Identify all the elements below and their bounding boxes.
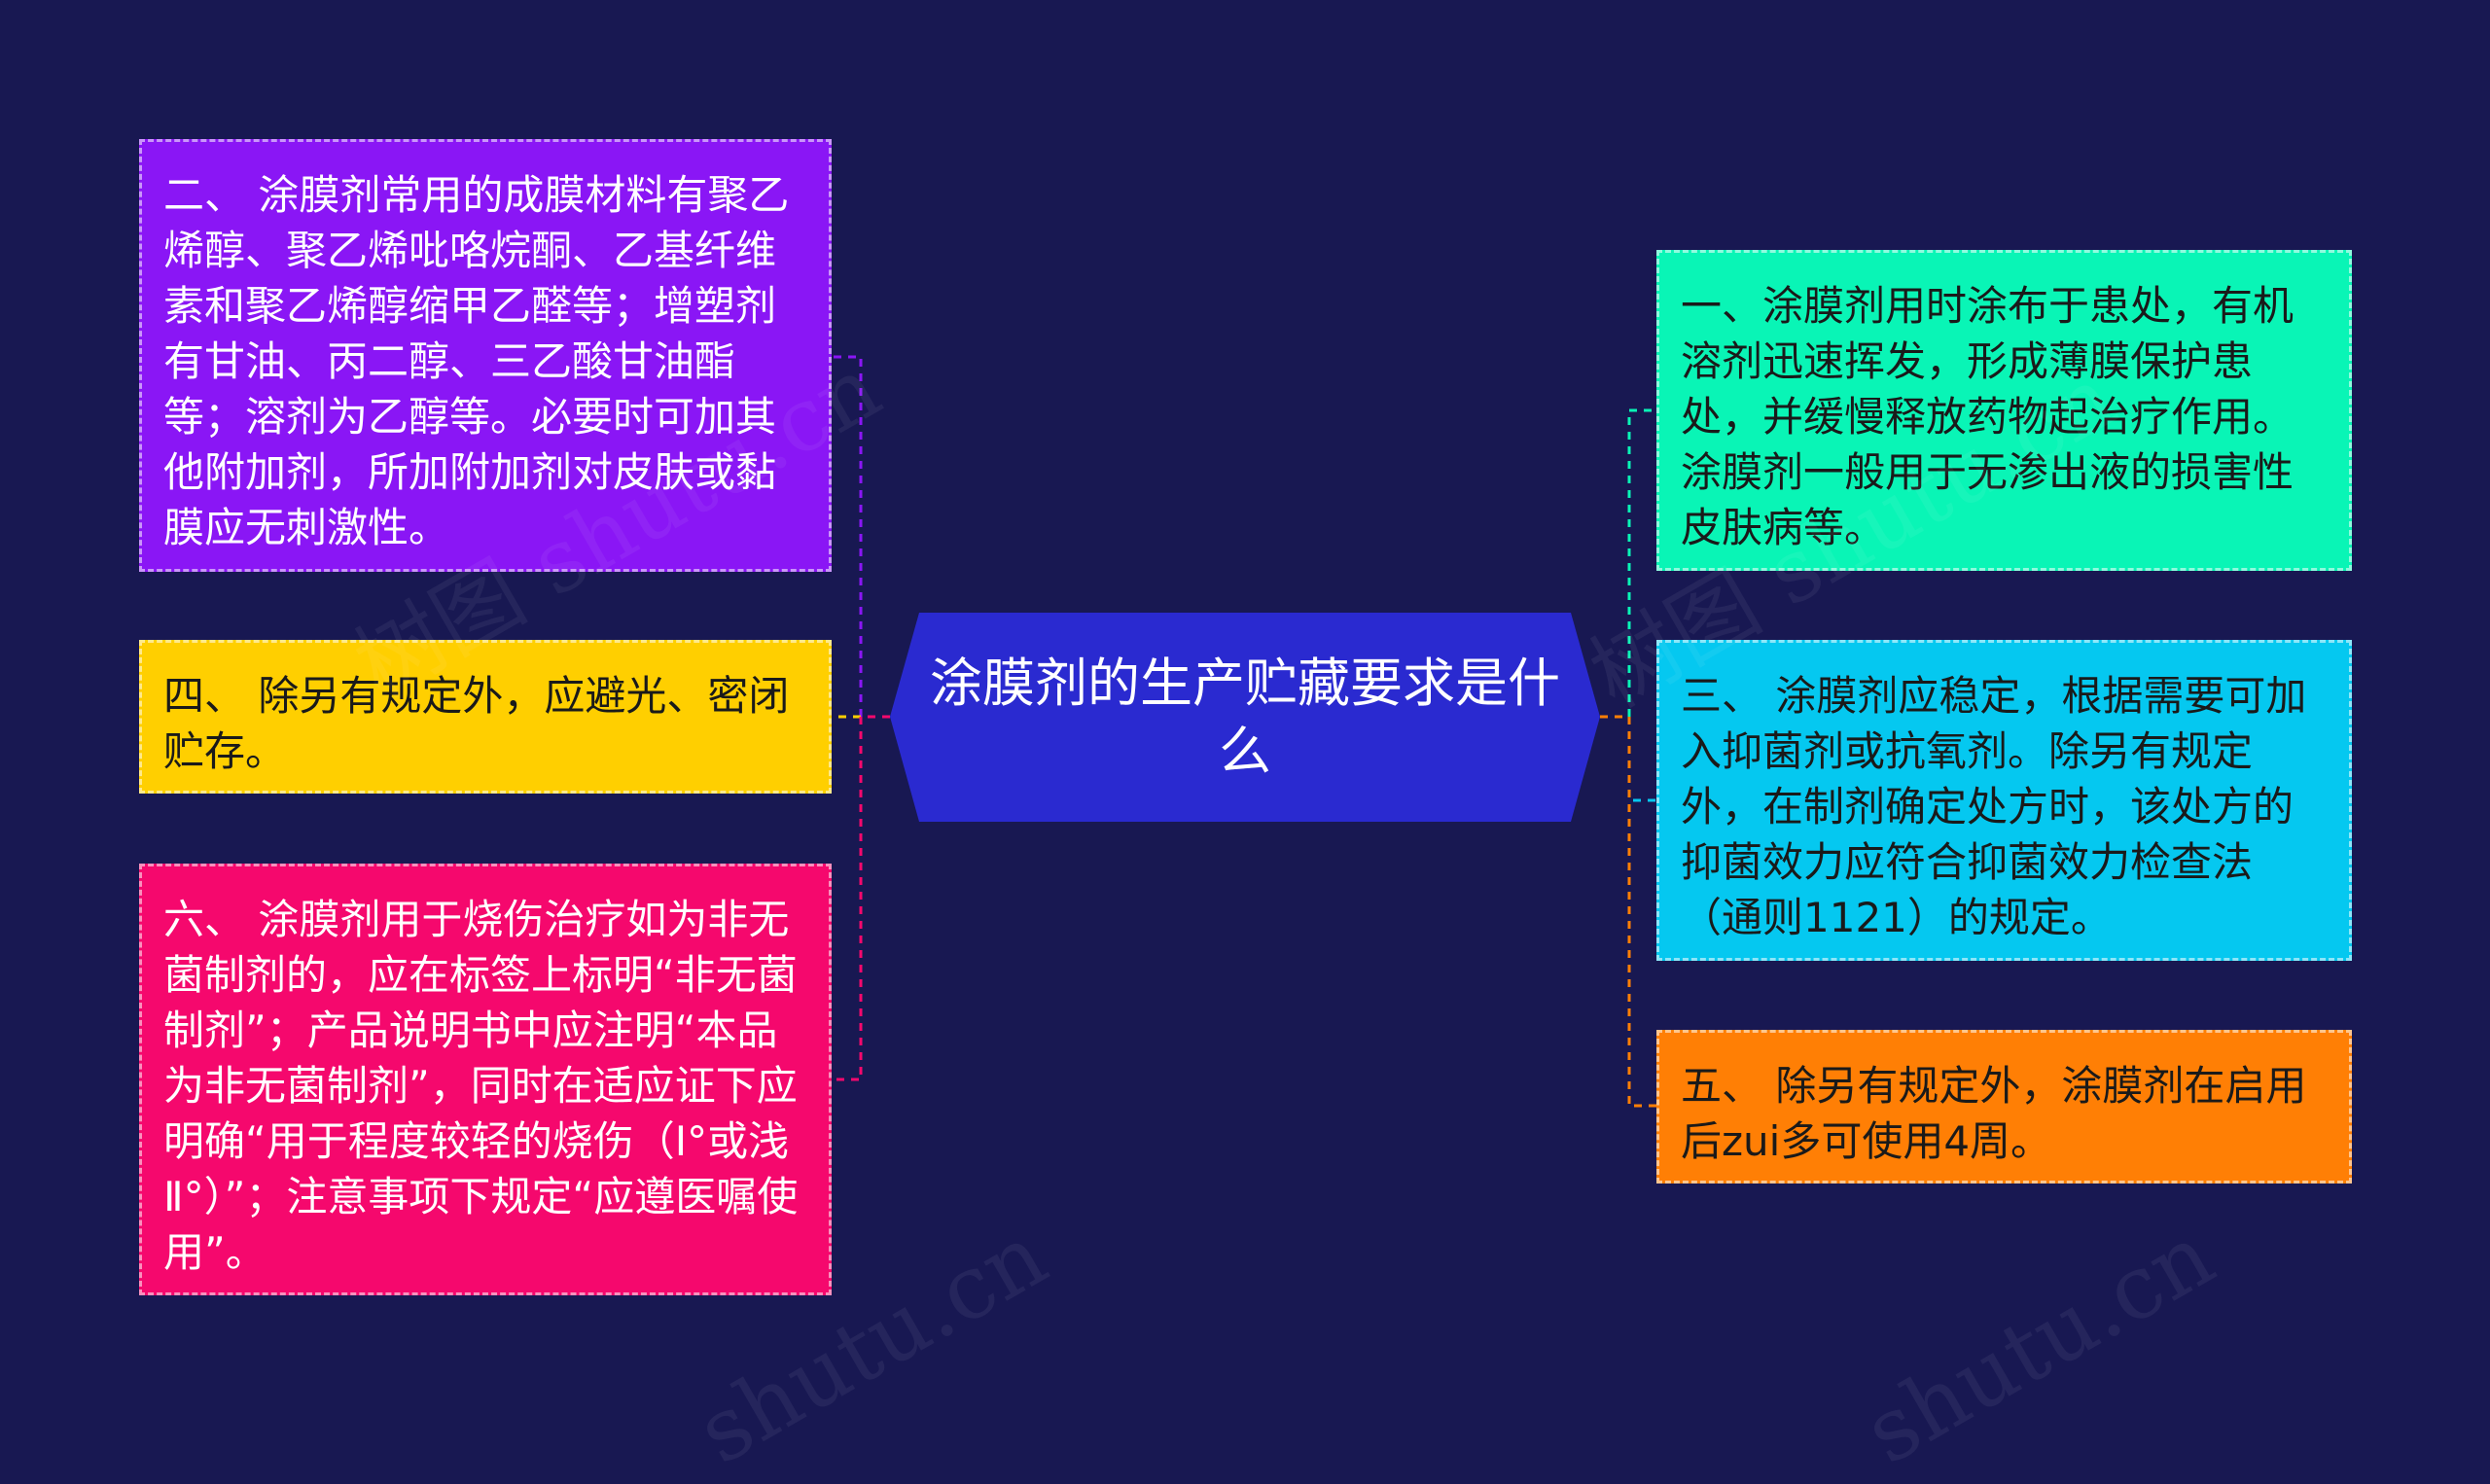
- center-topic[interactable]: 涂膜剂的生产贮藏要求是什么: [890, 613, 1600, 822]
- center-topic-shape: [890, 613, 1600, 822]
- topic-node-5-text: 五、 除另有规定外，涂膜剂在启用后zui多可使用4周。: [1681, 1062, 2307, 1165]
- topic-node-6-text: 六、 涂膜剂用于烧伤治疗如为非无菌制剂的，应在标签上标明“非无菌制剂”；产品说明…: [163, 896, 799, 1276]
- watermark: shutu.cn: [1848, 1204, 2231, 1484]
- mindmap-canvas: 涂膜剂的生产贮藏要求是什么 二、 涂膜剂常用的成膜材料有聚乙烯醇、聚乙烯吡咯烷酮…: [139, 139, 2352, 1484]
- topic-node-1[interactable]: 一、涂膜剂用时涂布于患处，有机溶剂迅速挥发，形成薄膜保护患处，并缓慢释放药物起治…: [1656, 250, 2352, 571]
- topic-node-3[interactable]: 三、 涂膜剂应稳定，根据需要可加入抑菌剂或抗氧剂。除另有规定外，在制剂确定处方时…: [1656, 640, 2352, 961]
- connector-node1: [1600, 408, 1656, 719]
- connector-node3: [1600, 715, 1656, 802]
- connector-node6: [832, 715, 890, 1081]
- topic-node-2[interactable]: 二、 涂膜剂常用的成膜材料有聚乙烯醇、聚乙烯吡咯烷酮、乙基纤维素和聚乙烯醇缩甲乙…: [139, 139, 832, 572]
- topic-node-4[interactable]: 四、 除另有规定外，应避光、密闭贮存。: [139, 640, 832, 794]
- topic-node-4-text: 四、 除另有规定外，应避光、密闭贮存。: [163, 672, 790, 775]
- topic-node-1-text: 一、涂膜剂用时涂布于患处，有机溶剂迅速挥发，形成薄膜保护患处，并缓慢释放药物起治…: [1681, 282, 2294, 551]
- topic-node-3-text: 三、 涂膜剂应稳定，根据需要可加入抑菌剂或抗氧剂。除另有规定外，在制剂确定处方时…: [1681, 672, 2307, 941]
- topic-node-6[interactable]: 六、 涂膜剂用于烧伤治疗如为非无菌制剂的，应在标签上标明“非无菌制剂”；产品说明…: [139, 864, 832, 1295]
- connector-node2: [832, 355, 890, 719]
- connector-node5: [1600, 715, 1656, 1108]
- topic-node-2-text: 二、 涂膜剂常用的成膜材料有聚乙烯醇、聚乙烯吡咯烷酮、乙基纤维素和聚乙烯醇缩甲乙…: [163, 171, 790, 551]
- center-topic-title: 涂膜剂的生产贮藏要求是什么: [930, 652, 1560, 782]
- topic-node-5[interactable]: 五、 除另有规定外，涂膜剂在启用后zui多可使用4周。: [1656, 1030, 2352, 1184]
